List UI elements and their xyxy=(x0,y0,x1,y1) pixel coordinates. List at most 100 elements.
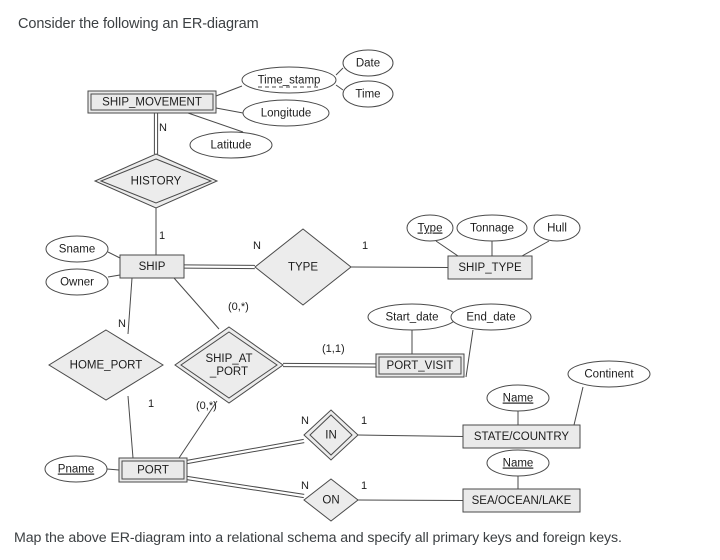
card-history-ship: 1 xyxy=(159,230,165,242)
attribute-ellipse xyxy=(456,214,528,242)
prompt-question: Map the above ER-diagram into a relation… xyxy=(14,530,622,546)
relationship-on: ON xyxy=(303,478,359,522)
edge-shipmovement-timestamp xyxy=(215,85,243,97)
entity-label-port: PORT xyxy=(137,465,169,477)
entity-port: PORT xyxy=(118,457,188,483)
attribute-ellipse xyxy=(45,268,109,296)
card-sap-port: (0,*) xyxy=(196,400,217,412)
edge-homeport-port xyxy=(127,395,134,459)
entity-port_visit: PORT_VISIT xyxy=(375,353,465,378)
weak-entity-inner-box xyxy=(378,356,462,375)
relationship-label-history: HISTORY xyxy=(131,176,182,188)
attribute-label-time: Time xyxy=(355,89,380,101)
card-sap-visit: (1,1) xyxy=(322,343,345,355)
relationship-home_port: HOME_PORT xyxy=(48,329,164,401)
entity-label-sea_ocean_lake: SEA/OCEAN/LAKE xyxy=(472,495,572,507)
entity-label-port_visit: PORT_VISIT xyxy=(387,360,454,372)
edge-shipatport-port xyxy=(178,400,218,459)
card-type-shiptype: 1 xyxy=(362,240,368,252)
entity-ship: SHIP xyxy=(119,254,185,279)
entity-box xyxy=(119,254,185,279)
attribute-sc_name: Name xyxy=(486,384,550,412)
attribute-label-sname: Sname xyxy=(59,244,95,256)
card-on-sea: 1 xyxy=(361,480,367,492)
relationship-diamond xyxy=(303,409,359,461)
attribute-label-owner: Owner xyxy=(60,277,94,289)
card-sm-history: N xyxy=(159,122,167,134)
edge-ship-homeport xyxy=(127,277,133,335)
entity-ship_type: SHIP_TYPE xyxy=(447,255,533,280)
edge-port-in xyxy=(186,438,305,465)
relationship-label-in: IN xyxy=(325,430,337,442)
attribute-label-time_stamp: Time_stamp xyxy=(258,75,321,87)
attribute-ellipse xyxy=(242,99,330,127)
attribute-time_stamp: Time_stamp xyxy=(241,66,337,94)
attribute-ellipse xyxy=(450,303,532,331)
attribute-ellipse xyxy=(533,214,581,242)
edge-timestamp-date xyxy=(335,67,344,76)
entity-sea_ocean_lake: SEA/OCEAN/LAKE xyxy=(462,488,581,513)
prompt-heading: Consider the following an ER-diagram xyxy=(18,16,259,32)
relationship-label-type: TYPE xyxy=(288,262,318,274)
edge-shipmovement-longitude xyxy=(215,107,244,114)
attribute-sol_name: Name xyxy=(486,449,550,477)
relationship-in: IN xyxy=(303,409,359,461)
weak-entity-inner-box xyxy=(90,93,214,111)
relationship-label-ship_at_port: _PORT xyxy=(209,366,248,378)
edge-shipmovement-latitude xyxy=(187,112,244,133)
relationship-label-home_port: HOME_PORT xyxy=(70,360,143,372)
identifying-relationship-inner-diamond xyxy=(309,414,353,456)
attribute-date: Date xyxy=(342,49,394,77)
entity-state_country: STATE/COUNTRY xyxy=(462,424,581,449)
edge-in-statecountry xyxy=(357,434,464,437)
attribute-owner: Owner xyxy=(45,268,109,296)
entity-box xyxy=(462,488,581,513)
er-diagram: SHIP_MOVEMENT SHIP SHIP_TYPE PORT_VISIT PORT… xyxy=(44,49,651,522)
relationship-label-on: ON xyxy=(322,495,339,507)
attribute-label-type_attr: Type xyxy=(418,223,443,235)
attribute-ellipse xyxy=(486,449,550,477)
attribute-ellipse xyxy=(342,49,394,77)
relationship-ship_at_port: SHIP_AT_PORT xyxy=(174,326,284,404)
edge-shiptype-hull xyxy=(521,240,550,257)
entity-ship_movement: SHIP_MOVEMENT xyxy=(87,90,217,114)
attribute-continent: Continent xyxy=(567,360,651,388)
attribute-label-pname: Pname xyxy=(58,464,94,476)
attribute-end_date: End_date xyxy=(450,303,532,331)
identifying-relationship-inner-diamond xyxy=(99,158,213,204)
attribute-hull: Hull xyxy=(533,214,581,242)
weak-entity-inner-box xyxy=(121,460,185,480)
attribute-label-date: Date xyxy=(356,58,380,70)
attribute-ellipse xyxy=(189,131,273,159)
entity-label-state_country: STATE/COUNTRY xyxy=(474,431,570,443)
relationship-diamond xyxy=(48,329,164,401)
card-ship-type: N xyxy=(253,240,261,252)
attribute-tonnage: Tonnage xyxy=(456,214,528,242)
attribute-label-hull: Hull xyxy=(547,223,567,235)
edge-ship-owner xyxy=(107,274,121,278)
card-in-state: 1 xyxy=(361,415,367,427)
attribute-label-latitude: Latitude xyxy=(211,140,252,152)
entity-box xyxy=(462,424,581,449)
edge-shiptype-type xyxy=(435,240,459,257)
attribute-pname: Pname xyxy=(44,455,108,483)
attribute-sname: Sname xyxy=(45,235,109,263)
diagram-edges xyxy=(106,67,584,501)
card-homeport-port: 1 xyxy=(148,398,154,410)
edge-ship-shipatport xyxy=(173,277,220,330)
entity-box xyxy=(447,255,533,280)
edge-statecountry-continent xyxy=(573,386,584,426)
edge-port-pname xyxy=(106,468,120,471)
edge-portvisit-enddate xyxy=(465,329,474,378)
identifying-relationship-inner-diamond xyxy=(180,331,278,399)
edge-timestamp-time xyxy=(335,84,344,91)
attribute-start_date: Start_date xyxy=(367,303,457,331)
card-port-on: N xyxy=(301,480,309,492)
edge-type-shiptype xyxy=(350,266,449,268)
card-ship-sap: (0,*) xyxy=(228,301,249,313)
attribute-ellipse xyxy=(486,384,550,412)
relationship-label-ship_at_port: SHIP_AT xyxy=(205,353,252,365)
entity-label-ship_movement: SHIP_MOVEMENT xyxy=(102,97,202,109)
relationship-diamond xyxy=(174,326,284,404)
